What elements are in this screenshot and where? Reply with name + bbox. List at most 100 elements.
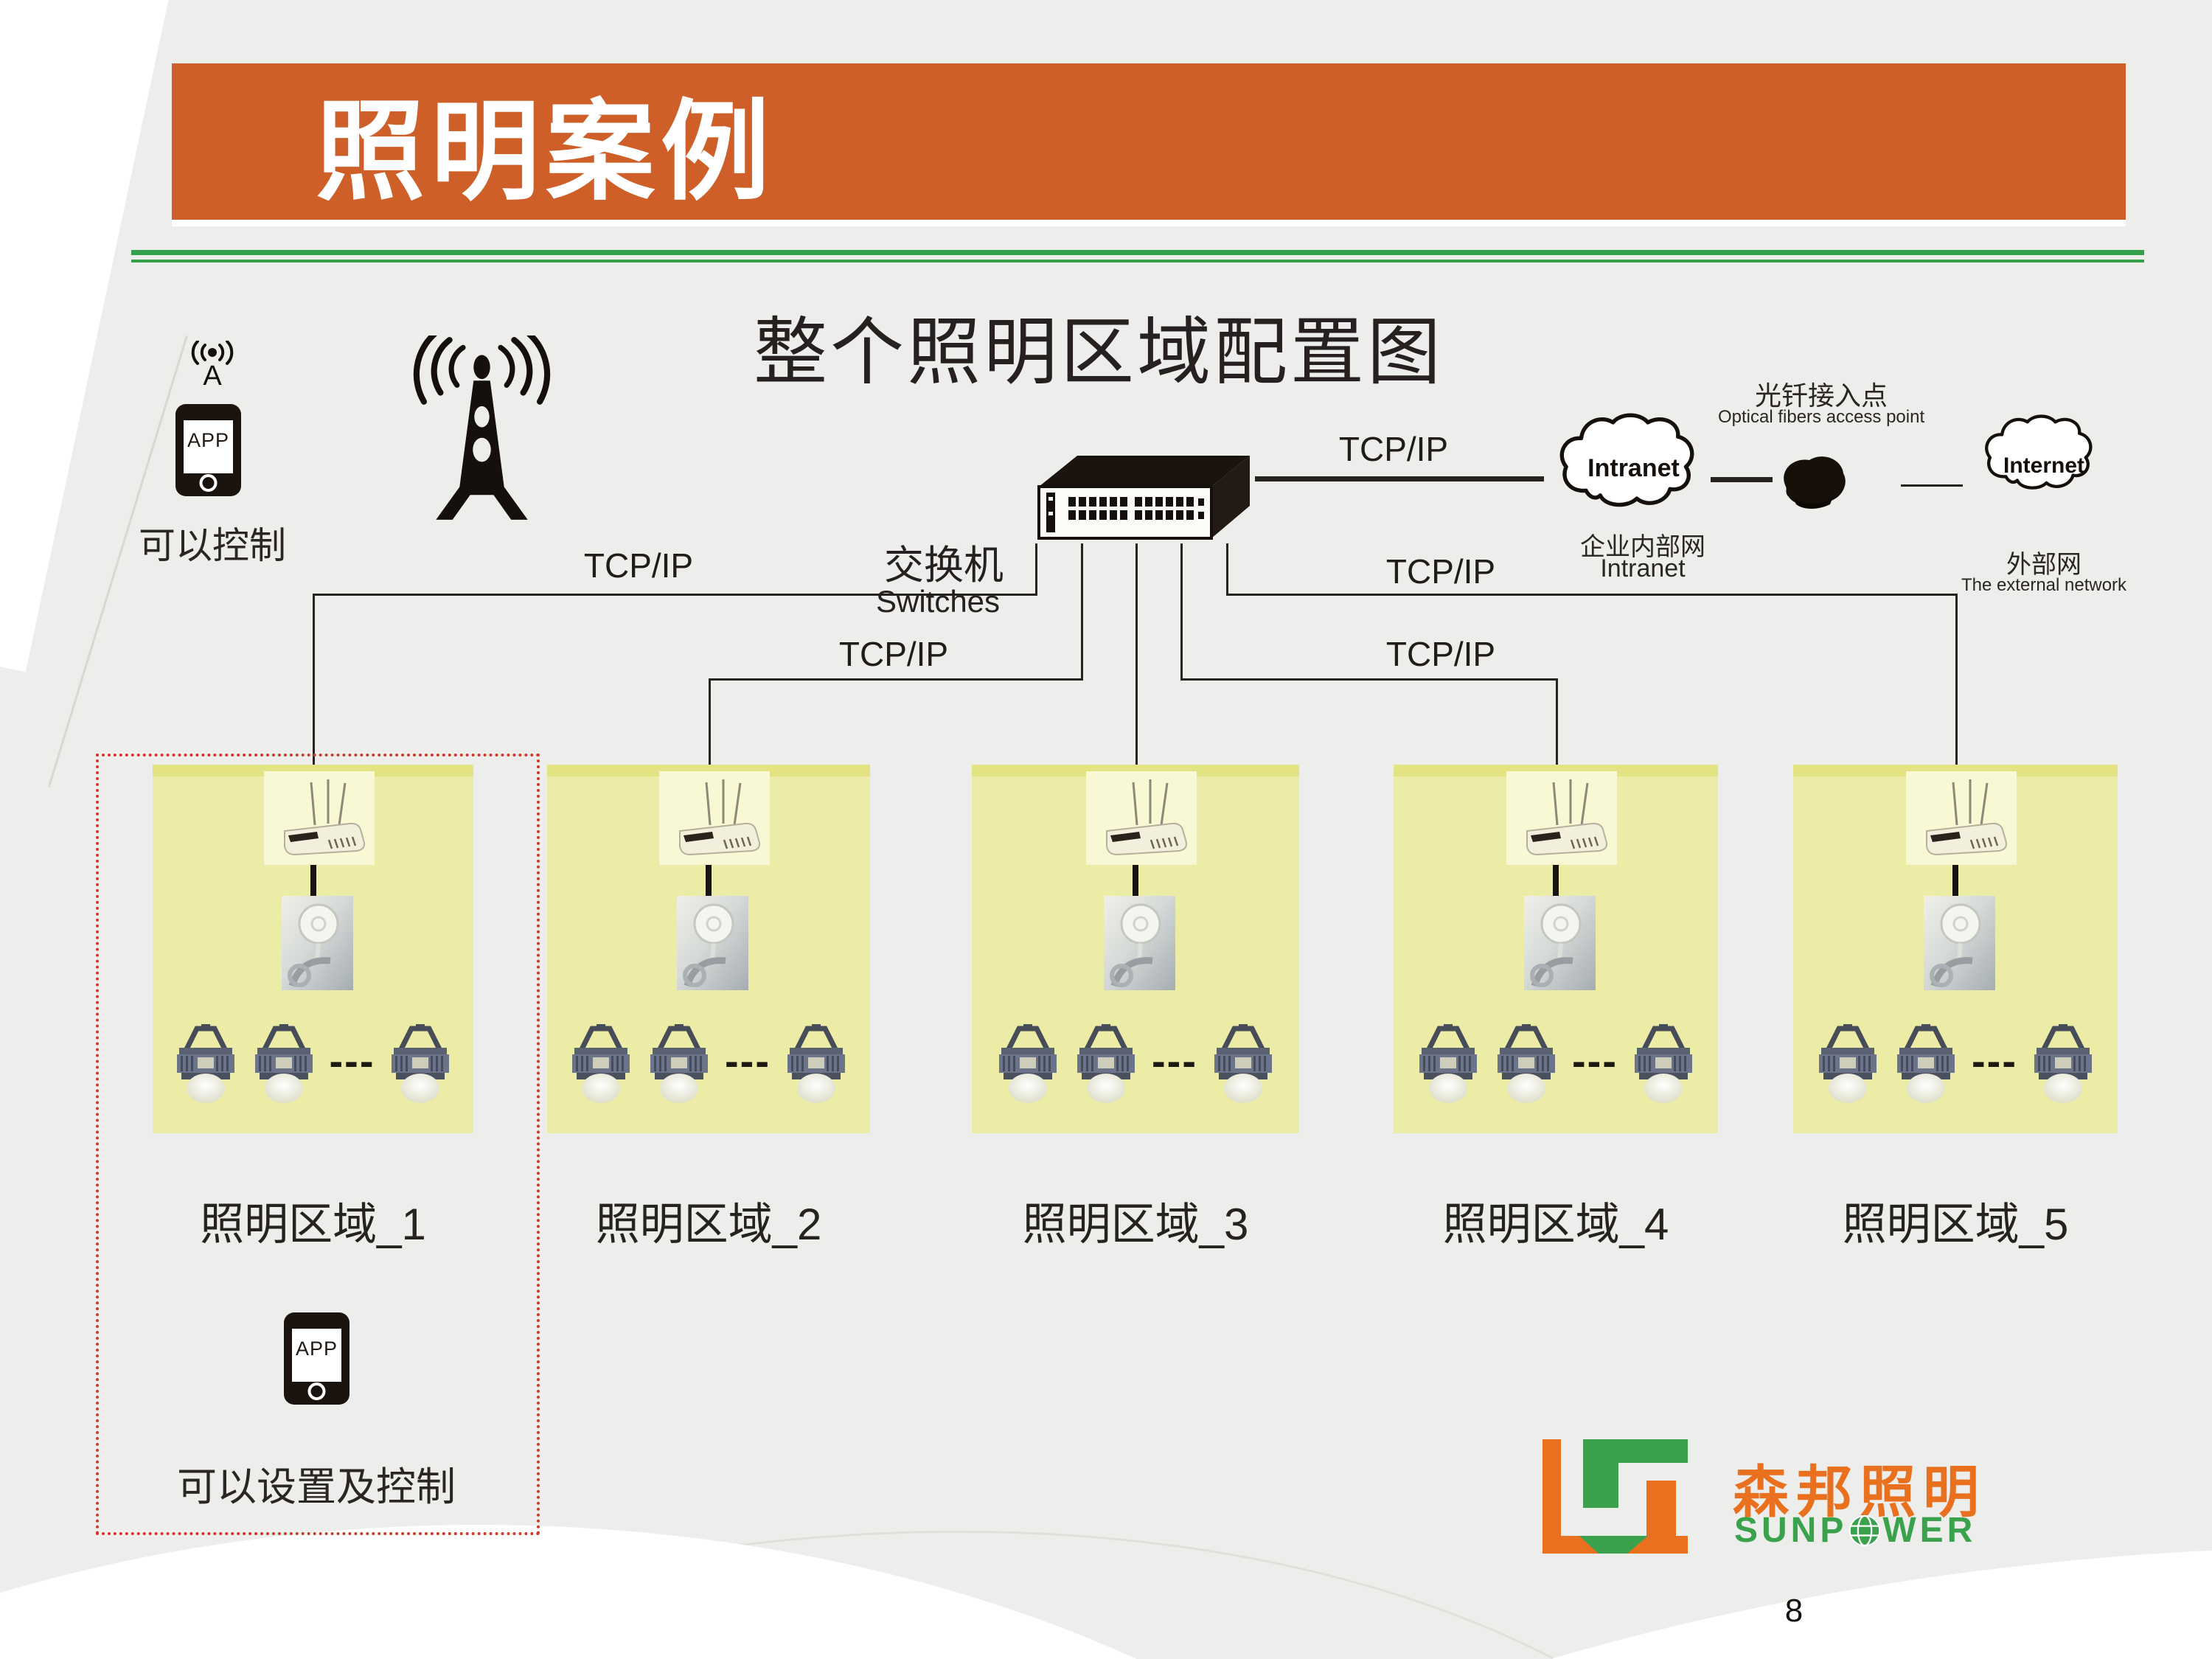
tcpip-label-zone4: TCP/IP — [1385, 635, 1496, 673]
intranet-cloud-label: Intranet — [1587, 453, 1680, 482]
intranet-caption-cn: 企业内部网 — [1580, 533, 1705, 561]
can-control-caption: 可以控制 — [139, 525, 286, 566]
line-switch-drop-2 — [1081, 543, 1083, 678]
zone-1-box: --- — [153, 765, 473, 1133]
lamp-row: --- — [1793, 1023, 2118, 1104]
logo-name-en: SUNP WER — [1734, 1510, 1976, 1551]
router-icon — [264, 771, 375, 865]
controller-photo — [1524, 896, 1596, 990]
internet-caption-cn: 外部网 — [2006, 551, 2081, 579]
line-optical-internet — [1901, 484, 1963, 487]
lamp-row: --- — [1394, 1023, 1718, 1104]
optical-caption-cn: 光钎接入点 — [1754, 380, 1888, 411]
zone-4: --- 照明区域_4 — [1394, 765, 1718, 1266]
zone-5-label: 照明区域_5 — [1842, 1200, 2069, 1249]
tcpip-label-intranet: TCP/IP — [1338, 430, 1449, 468]
router-icon — [1086, 771, 1197, 865]
logo-en-post: WER — [1882, 1511, 1977, 1550]
line-switch-drop-1 — [1035, 543, 1037, 594]
divider-line-bottom — [131, 260, 2144, 262]
lamp-icon — [388, 1023, 453, 1104]
zone-3-box: --- — [972, 765, 1299, 1133]
control-phone: APP — [175, 404, 241, 496]
line-horizontal-zone1 — [313, 594, 1037, 596]
line-horizontal-zone2 — [709, 678, 1083, 681]
router-controller-link — [1133, 865, 1138, 896]
lamp-icon — [1494, 1023, 1559, 1104]
zone-3-label: 照明区域_3 — [1022, 1200, 1249, 1249]
router-icon — [659, 771, 770, 865]
globe-icon — [1848, 1514, 1881, 1547]
lamp-icon — [1631, 1023, 1696, 1104]
lamp-icon — [2031, 1023, 2096, 1104]
router-controller-link — [310, 865, 316, 896]
zone-4-label: 照明区域_4 — [1442, 1200, 1669, 1249]
tcpip-label-zone5: TCP/IP — [1385, 552, 1496, 591]
lamp-icon — [1211, 1023, 1276, 1104]
zone-4-box: --- — [1394, 765, 1718, 1133]
logo-name-cn: 森邦照明 — [1733, 1461, 1986, 1524]
lamp-icon — [995, 1023, 1060, 1104]
lamp-icon — [784, 1023, 849, 1104]
can-set-control-caption: 可以设置及控制 — [177, 1465, 456, 1509]
controller-photo — [282, 896, 353, 990]
optical-access-point-icon — [1777, 451, 1851, 516]
lamp-icon — [1815, 1023, 1880, 1104]
signal-tower-icon — [410, 335, 554, 524]
router-icon — [1506, 771, 1617, 865]
router-panel — [1506, 771, 1617, 865]
lamp-row: --- — [153, 1023, 473, 1104]
sunpower-logo-mark — [1543, 1439, 1688, 1554]
router-controller-link — [1952, 865, 1958, 896]
setup-phone: APP — [284, 1312, 349, 1405]
lamp-icon — [251, 1023, 316, 1104]
zone-2-label: 照明区域_2 — [595, 1200, 822, 1249]
internet-cloud: Internet — [1980, 414, 2107, 518]
internet-cloud-label: Internet — [2003, 453, 2084, 478]
router-panel — [659, 771, 770, 865]
router-panel — [1906, 771, 2017, 865]
controller-photo — [1924, 896, 1995, 990]
zone-5: --- 照明区域_5 — [1793, 765, 2118, 1266]
line-down-zone1 — [313, 594, 315, 765]
router-icon — [1906, 771, 2017, 865]
internet-caption-en: The external network — [1961, 575, 2127, 595]
line-down-zone4 — [1556, 678, 1558, 765]
lamp-row: --- — [547, 1023, 870, 1104]
lamp-icon — [647, 1023, 712, 1104]
zone1-highlight-box — [96, 754, 540, 1535]
phone-app-label: APP — [295, 1338, 338, 1360]
zone-2-box: --- — [547, 765, 870, 1133]
line-switch-drop-4 — [1180, 543, 1183, 678]
page-title: 照明案例 — [316, 91, 776, 213]
line-horizontal-zone4 — [1180, 678, 1558, 681]
line-switch-intranet — [1255, 476, 1544, 481]
intranet-cloud: Intranet — [1554, 413, 1713, 524]
switch-label-cn: 交换机 — [884, 543, 1004, 588]
switch-label-en: Switches — [875, 584, 1001, 619]
line-down-zone3 — [1135, 543, 1138, 765]
wireless-antenna-icon — [184, 341, 240, 389]
network-switch — [1032, 450, 1253, 544]
logo-en-pre: SUNP — [1734, 1511, 1848, 1550]
diagram-title: 整个照明区域配置图 — [754, 311, 1444, 394]
controller-photo — [677, 896, 748, 990]
line-intranet-optical — [1711, 477, 1773, 482]
zone-2: --- 照明区域_2 — [547, 765, 870, 1266]
divider-line-top — [131, 250, 2144, 255]
line-down-zone5 — [1955, 594, 1958, 765]
background-wedge — [0, 0, 176, 672]
header-banner: 照明案例 — [172, 63, 2126, 220]
lamp-icon — [1893, 1023, 1958, 1104]
line-down-zone2 — [709, 678, 711, 765]
phone-app-label: APP — [187, 429, 230, 451]
zone-1-label: 照明区域_1 — [200, 1200, 426, 1249]
line-switch-drop-5 — [1226, 543, 1228, 594]
lamp-icon — [1416, 1023, 1481, 1104]
line-horizontal-zone5 — [1226, 594, 1958, 596]
controller-photo — [1104, 896, 1175, 990]
router-panel — [263, 771, 375, 865]
lamp-icon — [1074, 1023, 1138, 1104]
router-controller-link — [1553, 865, 1559, 896]
